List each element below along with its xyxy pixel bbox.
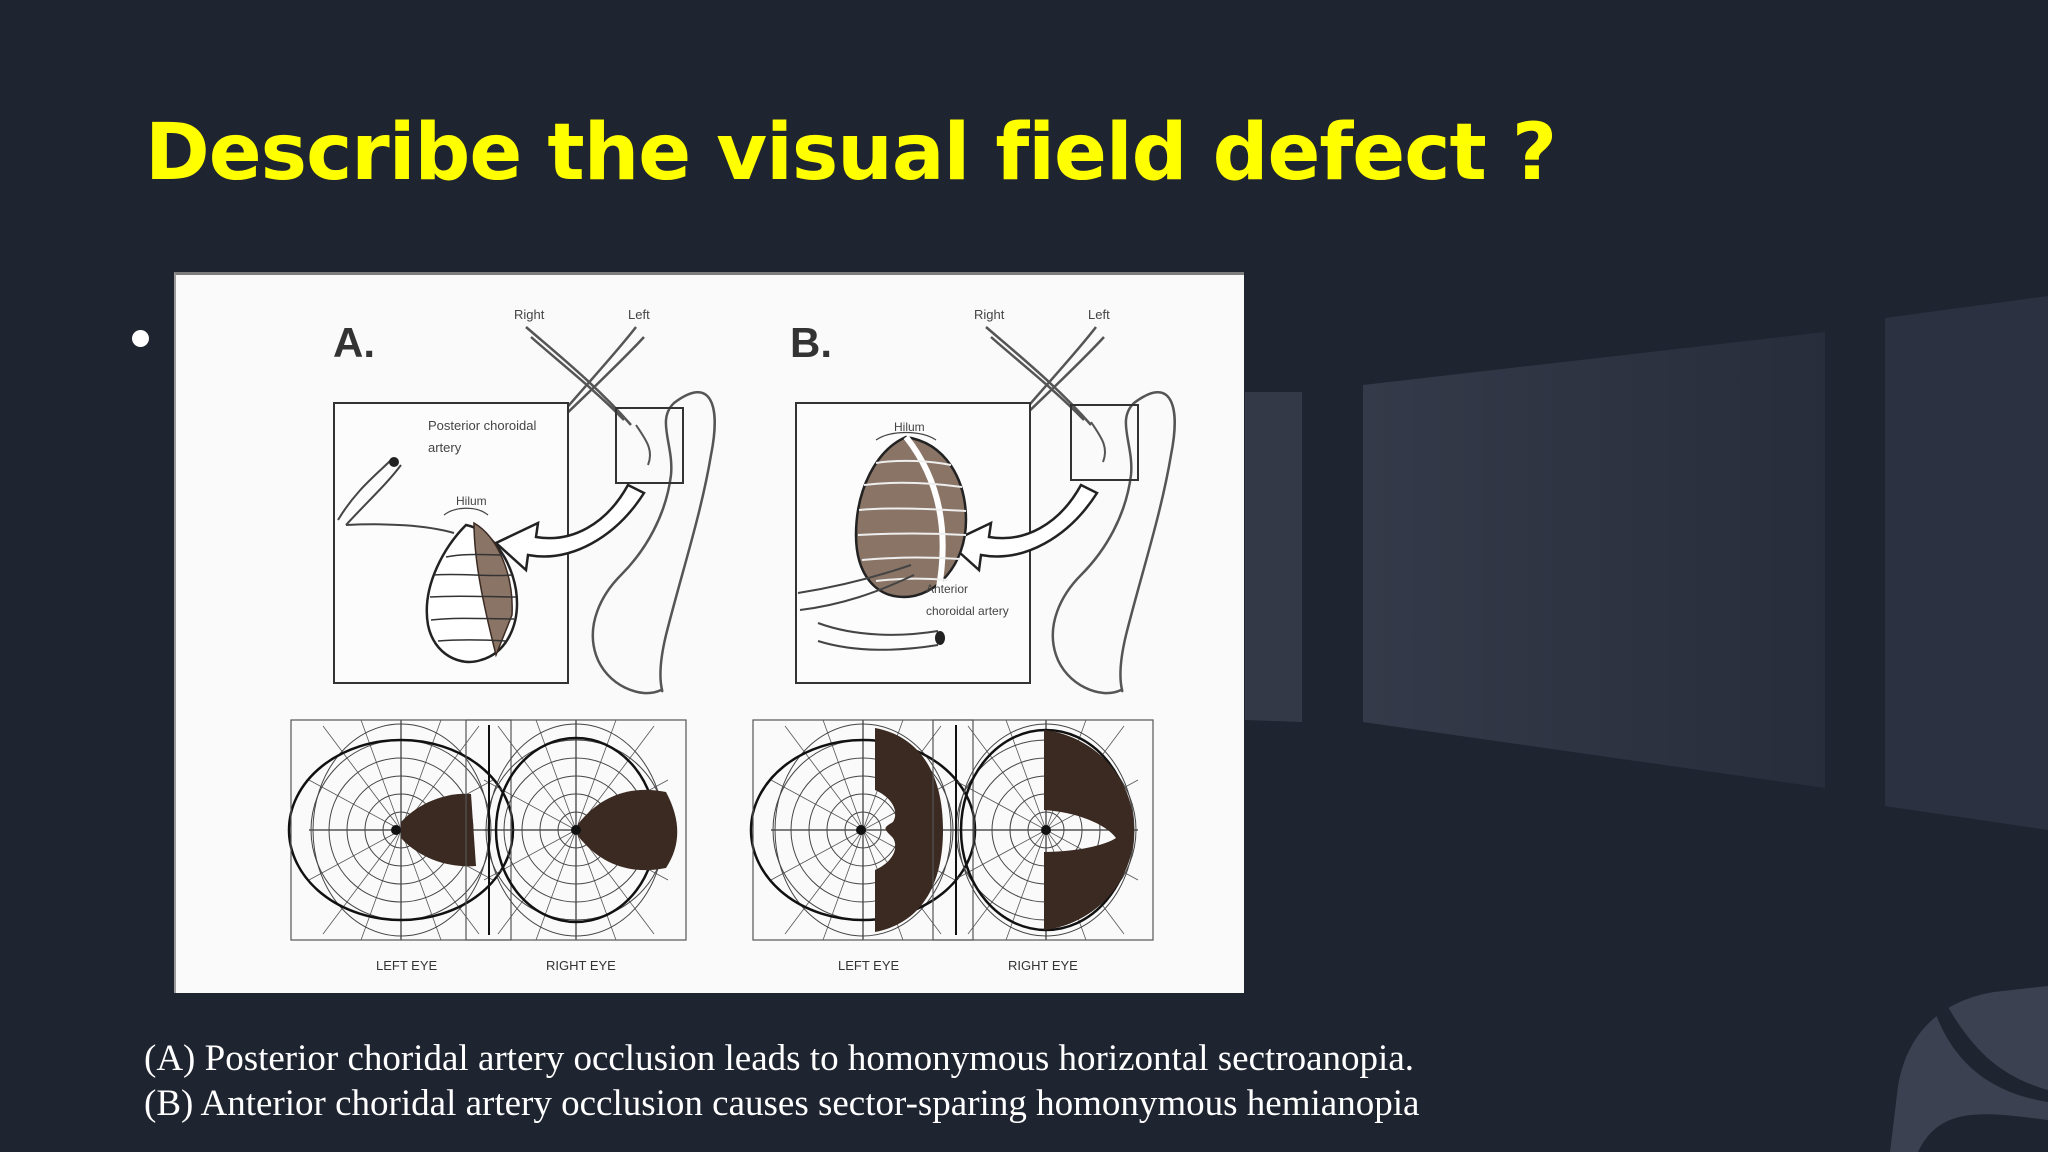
bullet-point — [132, 330, 149, 347]
panel-a-left-eye-label: LEFT EYE — [376, 958, 438, 973]
panel-b-small-inset — [1070, 404, 1139, 481]
panel-a-artery-label-line2: artery — [428, 440, 462, 455]
panel-b-letter: B. — [790, 319, 832, 366]
panel-a-right-eye-label: RIGHT EYE — [546, 958, 616, 973]
figure-svg: A. Right Left Posterior choroidal artery… — [287, 307, 1176, 973]
panel-b-hilum-label: Hilum — [894, 420, 925, 434]
panel-b: B. Right Left Hilum Anterior choroidal a… — [749, 307, 1176, 973]
panel-a-left-label: Left — [628, 307, 650, 322]
visual-field-figure: A. Right Left Posterior choroidal artery… — [174, 272, 1244, 993]
panel-a-small-inset — [615, 407, 684, 484]
panel-b-right-eye-field — [953, 719, 1139, 941]
panel-b-chiasm — [985, 326, 1105, 426]
panel-a-right-label: Right — [514, 307, 545, 322]
panel-a-artery — [337, 459, 455, 534]
panel-b-left-eye-label: LEFT EYE — [838, 958, 900, 973]
panel-b-right-eye-label: RIGHT EYE — [1008, 958, 1078, 973]
panel-b-artery — [797, 564, 939, 651]
panel-b-artery-label-line1: Anterior — [926, 582, 968, 596]
panel-b-left-label: Left — [1088, 307, 1110, 322]
panel-a-letter: A. — [333, 319, 375, 366]
panel-b-arrow — [946, 483, 1099, 573]
panel-a-chiasm — [525, 326, 645, 426]
panel-b-left-eye-field — [749, 719, 977, 941]
panel-a-arrow — [493, 483, 646, 573]
panel-a-hilum-label: Hilum — [456, 494, 487, 508]
panel-a-left-eye-field — [287, 719, 515, 941]
caption-line-a: (A) Posterior choridal artery occlusion … — [144, 1038, 1414, 1079]
panel-b-thalamus — [854, 435, 968, 599]
slide-title: Describe the visual field defect ? — [145, 108, 1557, 198]
panel-b-brain-outline — [1051, 391, 1176, 695]
panel-a: A. Right Left Posterior choroidal artery… — [287, 307, 716, 973]
panel-a-right-eye-field — [483, 719, 678, 941]
figure-caption: (A) Posterior choridal artery occlusion … — [144, 1036, 1419, 1126]
panel-a-brain-outline — [591, 391, 716, 695]
panel-a-artery-label-line1: Posterior choroidal — [428, 418, 536, 433]
panel-a-thalamus — [425, 521, 519, 664]
caption-line-b: (B) Anterior choridal artery occlusion c… — [144, 1083, 1420, 1124]
panel-b-artery-label-line2: choroidal artery — [926, 604, 1009, 618]
panel-b-right-label: Right — [974, 307, 1005, 322]
